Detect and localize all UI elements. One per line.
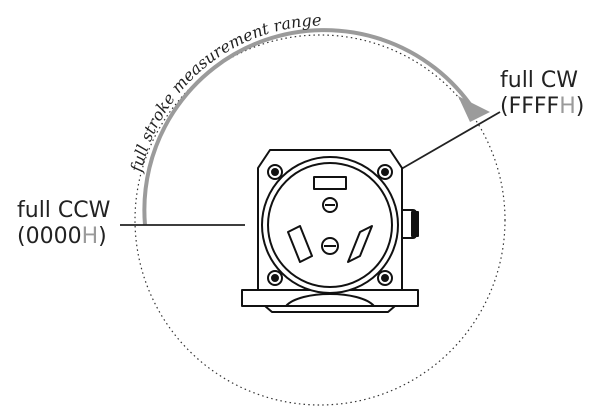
rotary-encoder-device-icon (241, 149, 419, 313)
ccw-name: full CCW (17, 198, 111, 223)
measurement-circle (134, 34, 506, 406)
cw-name: full CW (500, 68, 579, 93)
cw-value: FFFF (508, 94, 560, 119)
cw-label: full CW (FFFFH) (500, 68, 584, 120)
cw-value-line: (FFFFH) (500, 94, 585, 119)
stroke-range-arrowhead (458, 96, 490, 122)
ccw-label: full CCW (0000H) (17, 198, 110, 250)
cw-leader-line (395, 111, 501, 173)
ccw-value-line: (0000H) (17, 224, 107, 249)
ccw-value: 0000 (25, 224, 82, 249)
stroke-range-arc (142, 28, 476, 226)
cw-suffix: H (559, 94, 576, 119)
ccw-suffix: H (81, 224, 99, 249)
